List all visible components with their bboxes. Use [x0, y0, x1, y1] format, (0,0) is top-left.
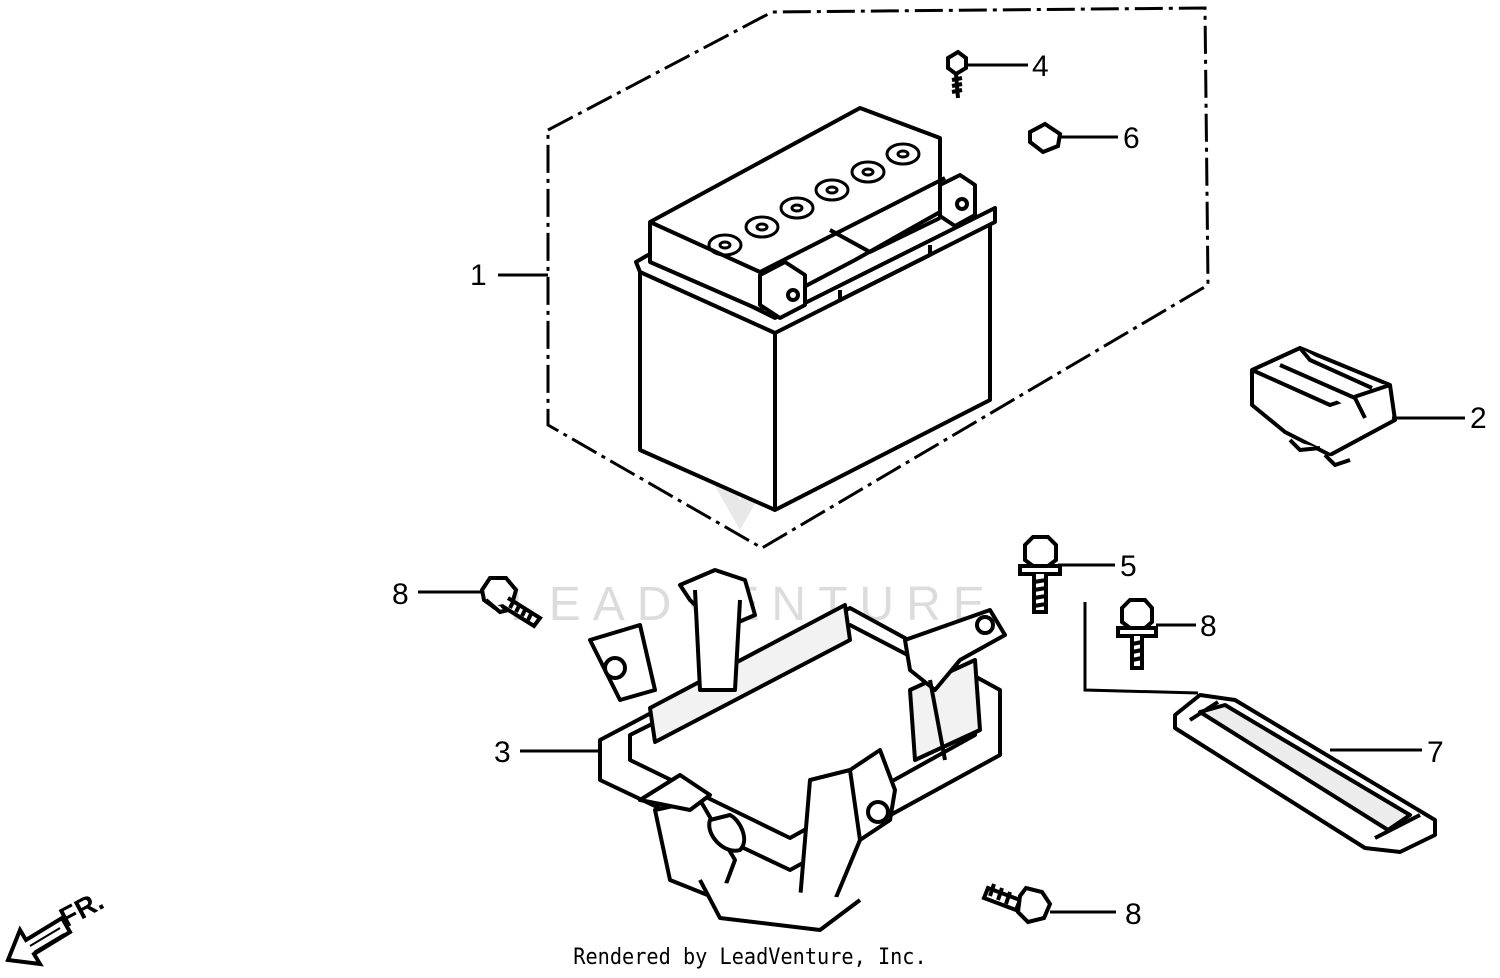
flange-bolt-left: [479, 576, 543, 629]
battery-terminal-cover: [1250, 346, 1397, 467]
callout-5: 5: [1120, 550, 1137, 583]
callout-1: 1: [470, 259, 487, 292]
leader-lines: [418, 63, 1465, 914]
flange-bolt-right: [1116, 598, 1158, 670]
callout-4: 4: [1032, 50, 1049, 83]
arrow-left-icon: [5, 915, 73, 967]
callout-3: 3: [494, 736, 511, 769]
callout-6: 6: [1123, 122, 1140, 155]
terminal-positive: [938, 173, 977, 228]
battery-band: [1173, 693, 1437, 854]
battery: [634, 106, 997, 512]
callout-8-right: 8: [1200, 610, 1217, 643]
callout-8-bottom: 8: [1125, 898, 1142, 931]
terminal-nut: [1028, 121, 1063, 155]
callout-7: 7: [1427, 736, 1444, 769]
callout-labels: 1 2 3 4 5 6 7 8 8 8: [392, 50, 1487, 931]
battery-box: [588, 568, 1007, 932]
terminal-bolt: [946, 49, 968, 99]
callout-2: 2: [1470, 402, 1487, 435]
group-bracket: [1083, 602, 1199, 695]
callout-8-left: 8: [392, 578, 409, 611]
kit-outline: [546, 6, 1210, 550]
front-label: FR.: [54, 885, 108, 934]
flange-bolt-bottom: [981, 883, 1053, 925]
flange-bolt: [1018, 535, 1062, 614]
cell-caps: [707, 142, 921, 257]
terminal-negative: [758, 260, 807, 320]
footer-credit: Rendered by LeadVenture, Inc.: [573, 945, 927, 970]
